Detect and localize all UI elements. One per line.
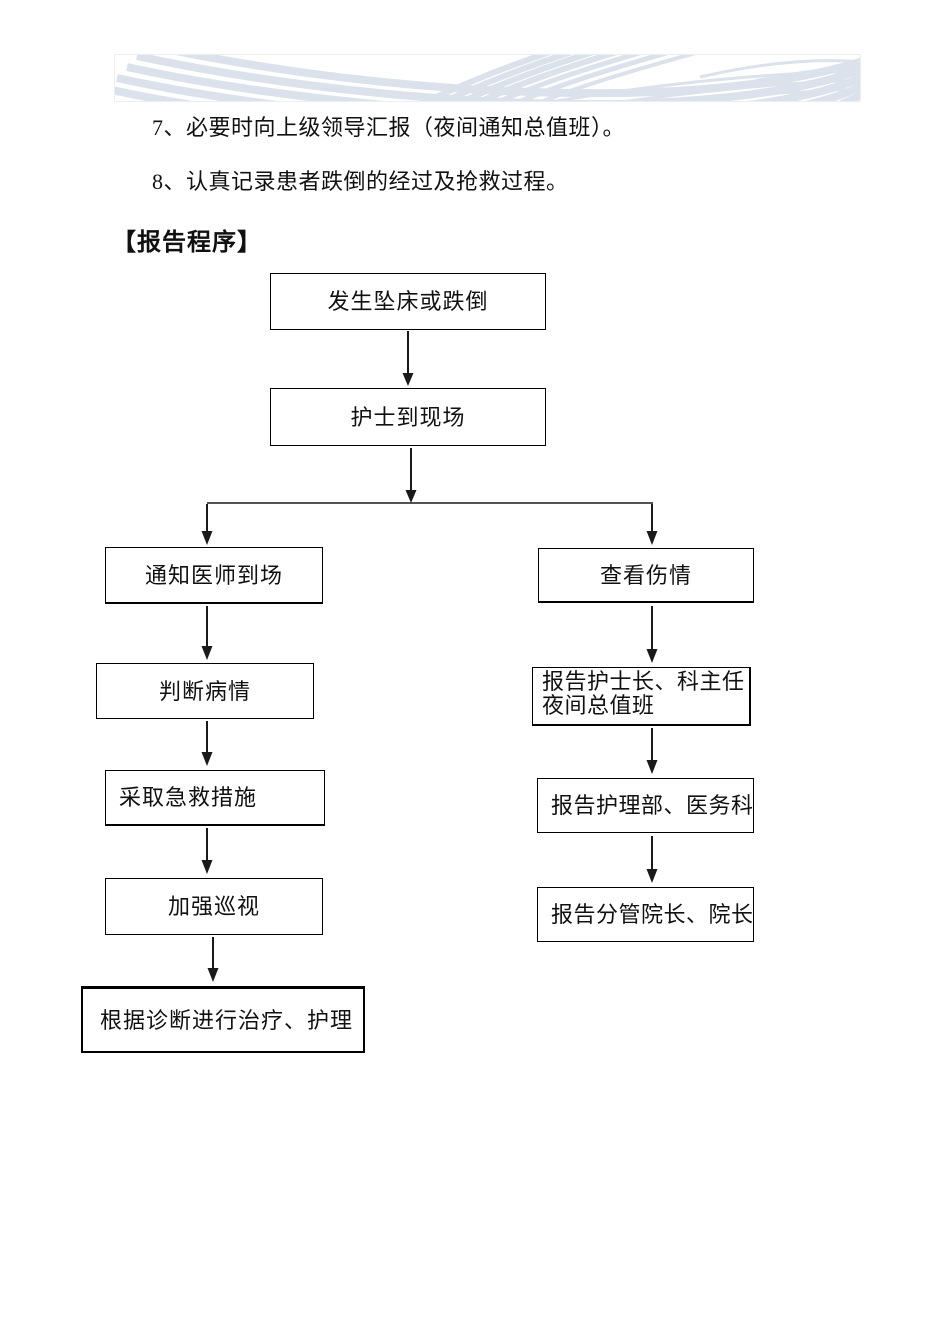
flow-box-emergency-measures: 采取急救措施 [105, 770, 325, 826]
flow-box-report-head-nurse: 报告护士长、科主任 夜间总值班 [532, 667, 751, 726]
flow-box-report-president: 报告分管院长、院长 [537, 887, 754, 942]
paragraph-item-8: 8、认真记录患者跌倒的经过及抢救过程。 [152, 169, 569, 194]
flow-box-notify-physician: 通知医师到场 [105, 547, 323, 604]
flow-box-assess-condition: 判断病情 [96, 663, 314, 719]
flow-box-check-injury: 查看伤情 [538, 548, 754, 603]
report-procedure-flowchart: 发生坠床或跌倒 护士到现场 通知医师到场 判断病情 采取急救措施 加强巡视 根据… [81, 273, 754, 1053]
paragraph-item-7: 7、必要时向上级领导汇报（夜间通知总值班）。 [152, 115, 626, 140]
flow-box-treat-per-diagnosis: 根据诊断进行治疗、护理 [81, 986, 365, 1053]
flow-box-start: 发生坠床或跌倒 [270, 273, 546, 330]
flow-box-report-nursing-dept: 报告护理部、医务科 [537, 778, 754, 833]
section-heading-report-procedure: 【报告程序】 [112, 229, 262, 256]
flow-box-report-head-nurse-line2: 夜间总值班 [542, 693, 655, 718]
flow-box-report-head-nurse-line1: 报告护士长、科主任 [542, 669, 745, 694]
flow-box-strengthen-rounds: 加强巡视 [105, 878, 323, 935]
header-band [115, 55, 860, 101]
header-wave-icon [115, 55, 860, 101]
flow-box-nurse-arrives: 护士到现场 [270, 388, 546, 446]
